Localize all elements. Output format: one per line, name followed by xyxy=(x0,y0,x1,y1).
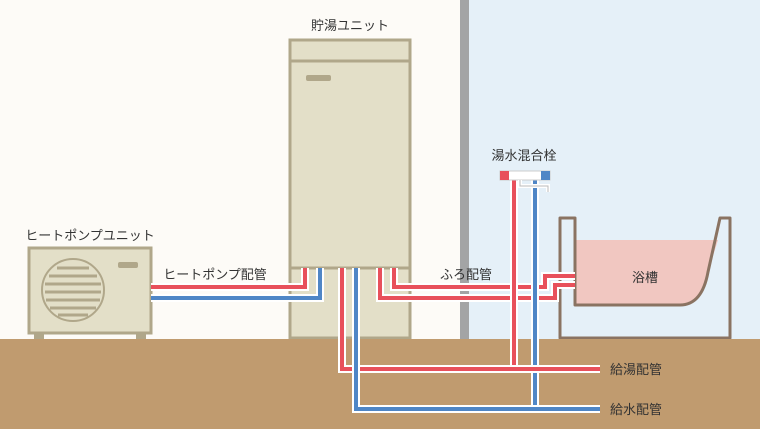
faucet-cold-handle xyxy=(541,171,550,180)
heat-pump-pipe-label: ヒートポンプ配管 xyxy=(163,268,267,283)
bathtub-label: 浴槽 xyxy=(632,271,658,286)
bathtub xyxy=(558,216,732,340)
house-wall xyxy=(460,0,469,340)
ground xyxy=(0,339,760,429)
storage-unit-body xyxy=(288,38,412,340)
bath-pipe-label: ふろ配管 xyxy=(440,268,492,283)
faucet-hot-handle xyxy=(500,171,509,180)
fan-grille-slats xyxy=(45,266,101,317)
water-supply-pipe-label: 給水配管 xyxy=(610,403,662,418)
heat-pump-foot-left xyxy=(34,333,44,339)
mixing-faucet xyxy=(499,170,551,192)
mixing-faucet-label: 湯水混合栓 xyxy=(491,149,556,164)
hot-water-pipe-label: 給湯配管 xyxy=(610,363,662,378)
heat-pump-foot-right xyxy=(136,333,146,339)
bathtub-outline xyxy=(558,216,732,340)
bath-water xyxy=(575,240,718,305)
heat-pump-vent xyxy=(118,262,138,268)
heat-pump-unit xyxy=(27,246,153,339)
storage-unit-handle xyxy=(306,75,331,81)
storage-unit-label: 貯湯ユニット xyxy=(311,19,389,34)
heat-pump-unit-label: ヒートポンプユニット xyxy=(25,229,155,244)
storage-unit xyxy=(288,38,412,340)
